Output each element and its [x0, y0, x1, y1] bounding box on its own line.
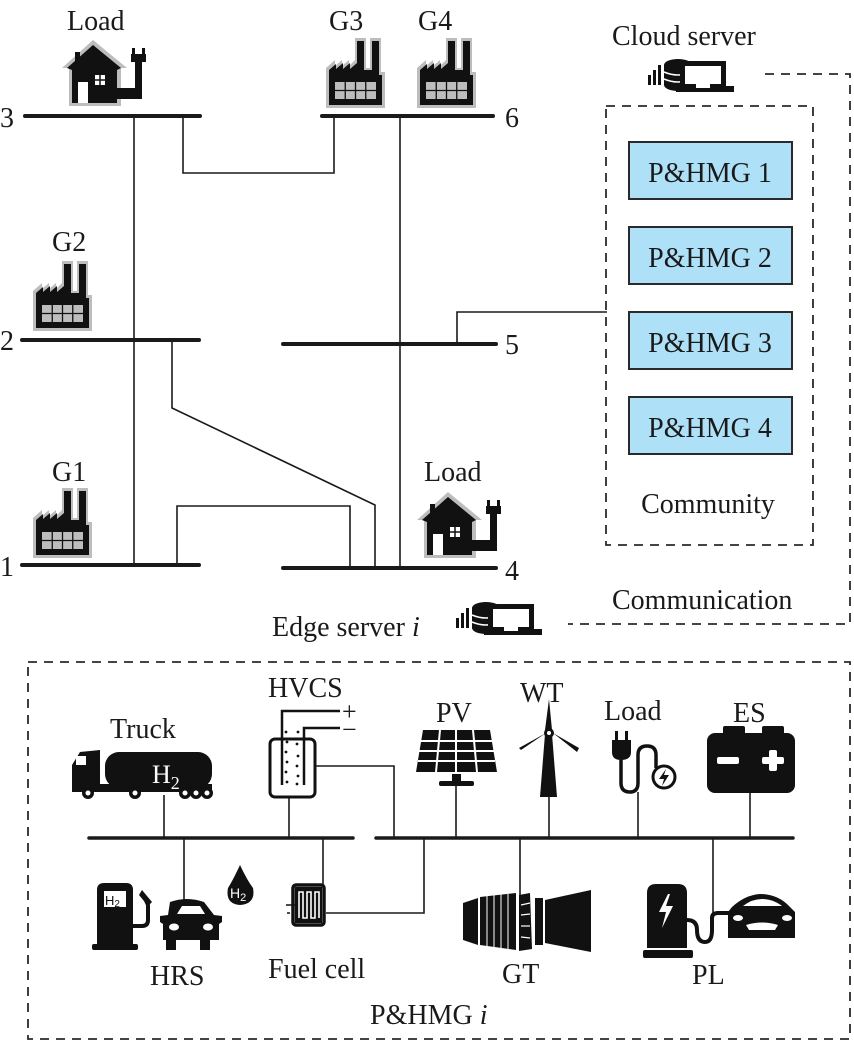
microgrid-box-1[interactable]: P&HMG 1	[628, 141, 793, 200]
bus-label-5: 5	[505, 330, 519, 361]
fuel-cell-icon	[286, 883, 326, 927]
factory-generator-icon	[32, 260, 93, 332]
hvcs-plus-sign: +	[342, 697, 357, 726]
microgrid-box-2[interactable]: P&HMG 2	[628, 226, 793, 285]
gas-turbine-icon	[463, 890, 591, 952]
generator-label-g4: G4	[418, 6, 452, 37]
factory-generator-icon	[32, 487, 93, 559]
house-load-icon	[416, 491, 502, 559]
line-5-community	[456, 311, 607, 344]
house-load-icon	[61, 39, 147, 107]
generator-label-g3: G3	[329, 6, 363, 37]
hvcs-label: HVCS	[268, 673, 343, 704]
wind-turbine-icon	[519, 699, 579, 797]
microgrid-box-3[interactable]: P&HMG 3	[628, 311, 793, 370]
truck-label: Truck	[110, 714, 176, 745]
pv-label: PV	[436, 698, 472, 729]
load-label-bus-3: Load	[67, 6, 125, 37]
generator-label-g2: G2	[52, 227, 86, 258]
bus-label-3: 3	[0, 103, 14, 134]
community-label: Community	[641, 489, 775, 520]
microgrid-box-label: P&HMG 1	[648, 158, 772, 189]
solar-panel-icon	[416, 729, 497, 786]
bus-label-6: 6	[505, 103, 519, 134]
wt-label: WT	[520, 678, 564, 709]
bus-label-2: 2	[0, 326, 14, 357]
es-label: ES	[733, 698, 766, 729]
battery-icon	[707, 726, 795, 793]
edge-server-label: Edge server i	[272, 612, 420, 643]
microgrid-box-label: P&HMG 3	[648, 328, 772, 359]
gt-label: GT	[502, 959, 539, 990]
hydrogen-truck-icon	[72, 750, 213, 799]
hvcs-minus-sign: −	[342, 715, 357, 744]
microgrid-i-title: P&HMG i	[370, 1000, 487, 1031]
communication-link	[568, 73, 851, 625]
communication-label: Communication	[612, 585, 792, 616]
hvcs-electric-connection	[316, 765, 395, 838]
hrs-label: HRS	[150, 961, 204, 992]
fuel-cell-label: Fuel cell	[268, 954, 365, 985]
factory-generator-icon	[325, 37, 386, 109]
microgrid-box-label: P&HMG 4	[648, 413, 772, 444]
hydrogen-refueling-station-icon: H2 H2	[92, 865, 254, 950]
microgrid-load-label: Load	[604, 696, 662, 727]
community-boundary	[605, 105, 814, 546]
bus-label-1: 1	[0, 552, 14, 583]
microgrid-box-4[interactable]: P&HMG 4	[628, 396, 793, 455]
generator-label-g1: G1	[52, 457, 86, 488]
cloud-server-label: Cloud server	[612, 21, 757, 52]
fuel-cell-electric-connection	[326, 838, 425, 914]
hvcs-electrolyzer-icon	[268, 709, 340, 799]
microgrid-box-label: P&HMG 2	[648, 243, 772, 274]
microgrid-i-boundary	[27, 661, 851, 1040]
pl-label: PL	[692, 960, 725, 991]
cloud-server-icon	[647, 58, 735, 93]
ev-charging-icon	[643, 884, 795, 958]
line-1-4	[176, 505, 351, 568]
factory-generator-icon	[416, 37, 477, 109]
edge-server-icon	[455, 601, 543, 636]
line-3-6	[182, 116, 335, 174]
plug-load-icon	[612, 731, 677, 794]
line-2-4	[171, 340, 376, 568]
load-label-bus-4: Load	[424, 457, 482, 488]
bus-label-4: 4	[505, 556, 519, 587]
truck-h2-label: H2	[152, 760, 180, 793]
